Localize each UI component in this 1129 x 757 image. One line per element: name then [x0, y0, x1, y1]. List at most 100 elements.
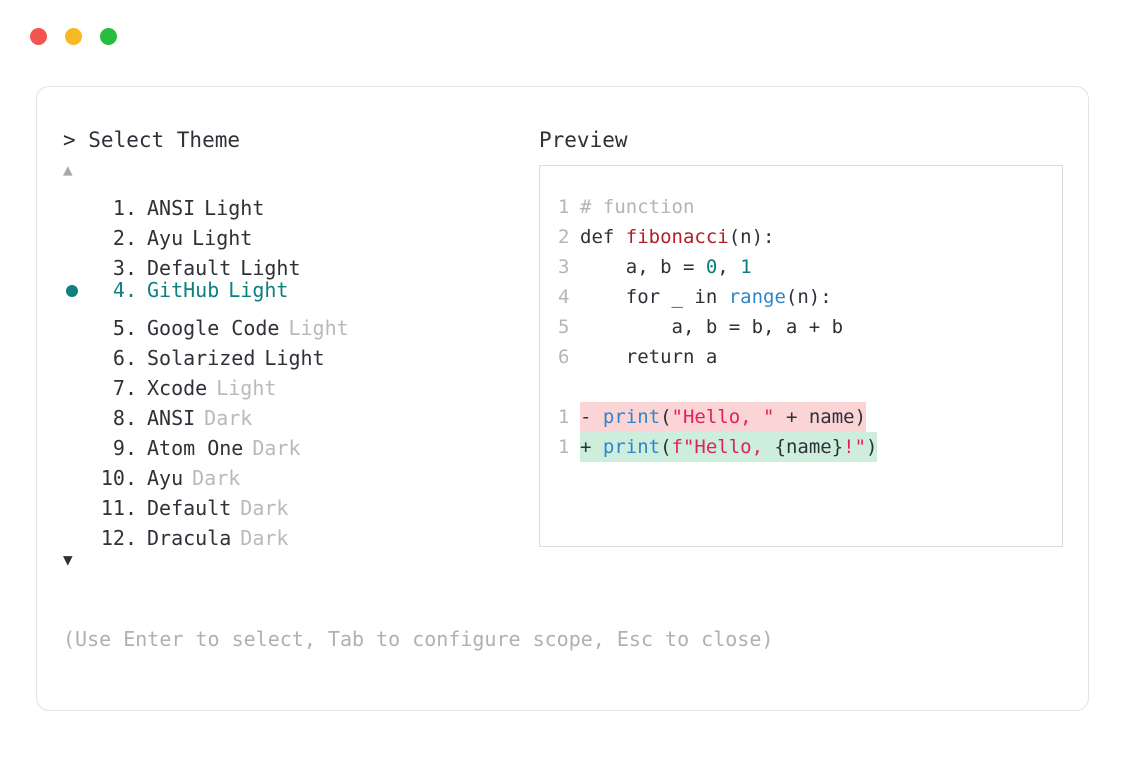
code-line: 4 for _ in range(n):	[558, 282, 1044, 312]
code-token-plain: (n):	[728, 226, 775, 248]
theme-item-variant: Light	[204, 196, 265, 220]
theme-item-number: 7.	[112, 376, 137, 400]
theme-list-item[interactable]: 2. Ayu Light	[63, 215, 533, 250]
code-spacer	[558, 372, 1044, 402]
theme-list-item[interactable]: 11. Default Dark	[63, 485, 533, 520]
theme-item-number: 10.	[100, 466, 137, 490]
selection-bullet-cell	[63, 276, 93, 306]
theme-item-variant: Light	[264, 346, 325, 370]
theme-item-name: ANSI	[147, 196, 196, 220]
theme-item-number: 9.	[112, 436, 137, 460]
code-token-plain: a, b =	[580, 256, 706, 278]
code-line-content: a, b = b, a + b	[580, 312, 844, 342]
code-token-fn: fibonacci	[625, 226, 729, 248]
code-token-sign: +	[580, 436, 603, 458]
code-token-num: 1	[740, 256, 752, 278]
theme-item-name: Xcode	[147, 376, 208, 400]
code-token-plain: (	[660, 406, 672, 428]
theme-item-variant: Light	[288, 316, 349, 340]
theme-item-name: Default	[147, 256, 232, 280]
theme-list-item[interactable]: 9. Atom One Dark	[63, 425, 533, 460]
theme-item-variant: Dark	[252, 436, 301, 460]
theme-item-number: 2.	[112, 226, 137, 250]
theme-item-number: 3.	[112, 256, 137, 280]
selection-bullet-cell	[63, 365, 93, 395]
selection-bullet-cell	[63, 335, 93, 365]
code-token-str: f"Hello,	[671, 436, 775, 458]
window-titlebar	[30, 28, 117, 45]
theme-item-variant: Light	[240, 256, 301, 280]
code-line-number: 6	[558, 346, 570, 368]
code-line: 2 def fibonacci(n):	[558, 222, 1044, 252]
theme-item-number: 11.	[100, 496, 137, 520]
theme-item-variant: Dark	[240, 496, 289, 520]
theme-item-name: Atom One	[147, 436, 244, 460]
code-token-plain: a, b = b, a + b	[580, 316, 844, 338]
scroll-up-arrow-icon[interactable]: ▲	[63, 160, 73, 179]
code-line-number: 5	[558, 316, 570, 338]
code-line: 1 + print(f"Hello, {name}!")	[558, 432, 1044, 462]
code-token-str: !"	[843, 436, 867, 458]
theme-item-name: Default	[147, 496, 232, 520]
selection-bullet-cell	[63, 305, 93, 335]
theme-item-name: Dracula	[147, 526, 232, 550]
selection-bullet-cell	[63, 395, 93, 425]
selection-bullet-cell	[63, 485, 93, 515]
code-line-content: return a	[580, 342, 718, 372]
theme-list-item[interactable]: 12. Dracula Dark	[63, 515, 533, 550]
theme-item-number: 5.	[112, 316, 137, 340]
page-title: > Select Theme	[63, 128, 241, 152]
keyboard-hint: (Use Enter to select, Tab to configure s…	[63, 627, 774, 651]
theme-item-number: 6.	[112, 346, 137, 370]
theme-list-item[interactable]: 3. Default Light	[63, 245, 533, 280]
selection-bullet-cell	[63, 245, 93, 275]
close-window-button[interactable]	[30, 28, 47, 45]
code-token-builtin: print	[602, 436, 661, 458]
diff-added-line: + print(f"Hello, {name}!")	[580, 432, 878, 462]
maximize-window-button[interactable]	[100, 28, 117, 45]
theme-item-number: 1.	[112, 196, 137, 220]
code-token-kw: def	[580, 226, 626, 248]
code-line-content: # function	[580, 192, 694, 222]
code-line: 6 return a	[558, 342, 1044, 372]
code-line: 5 a, b = b, a + b	[558, 312, 1044, 342]
code-line: 1- print("Hello, " + name)	[558, 402, 1044, 432]
theme-item-name: Ayu	[147, 226, 184, 250]
scroll-down-arrow-icon[interactable]: ▼	[63, 550, 73, 569]
code-line-content: a, b = 0, 1	[580, 252, 752, 282]
theme-item-number: 12.	[100, 526, 137, 550]
theme-list-item[interactable]: 1. ANSI Light	[63, 185, 533, 220]
code-line-number: 4	[558, 286, 570, 308]
code-line-number: 2	[558, 226, 570, 248]
code-token-builtin: range	[728, 286, 786, 308]
selection-bullet-cell	[63, 455, 93, 485]
code-line-content: for _ in range(n):	[580, 282, 832, 312]
theme-item-variant: Dark	[240, 526, 289, 550]
code-line-number: 1	[558, 406, 570, 428]
theme-item-variant: Dark	[204, 406, 253, 430]
code-token-str: "Hello, "	[671, 406, 775, 428]
code-line-content: def fibonacci(n):	[580, 222, 774, 252]
code-line-number: 3	[558, 256, 570, 278]
selection-bullet-cell	[63, 515, 93, 545]
code-token-plain: (n):	[785, 286, 832, 308]
selection-bullet-cell	[63, 425, 93, 455]
preview-label: Preview	[539, 128, 628, 152]
minimize-window-button[interactable]	[65, 28, 82, 45]
code-token-plain: return a	[580, 346, 718, 368]
code-line-number: 1	[558, 436, 570, 458]
theme-item-variant: Light	[192, 226, 253, 250]
code-token-builtin: print	[602, 406, 661, 428]
code-token-plain: + name)	[774, 406, 867, 428]
selected-bullet-icon	[66, 285, 78, 297]
